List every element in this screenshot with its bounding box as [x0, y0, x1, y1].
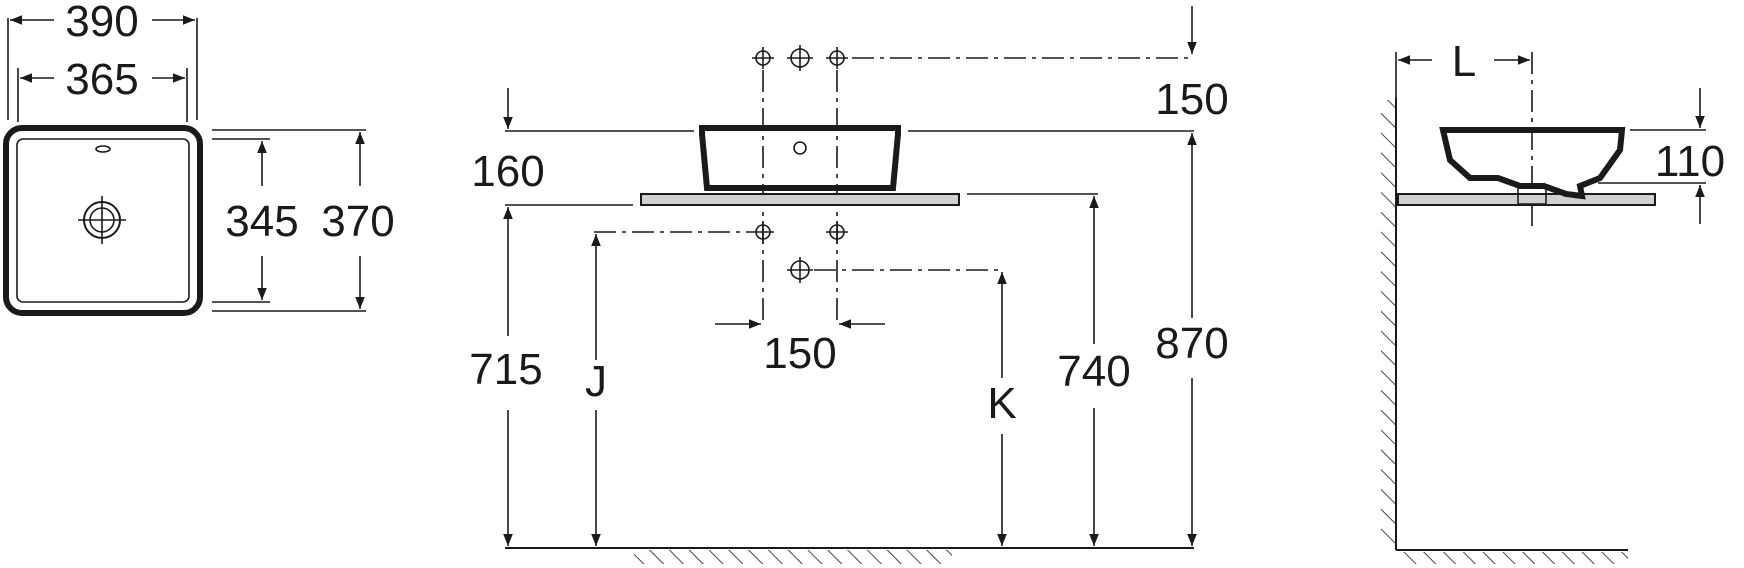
dim-label-370: 370 — [321, 197, 394, 246]
tap-hole-icon — [752, 45, 848, 71]
dim-label-150-spacing: 150 — [763, 329, 836, 378]
dim-label-j: J — [585, 357, 607, 406]
dim-label-365: 365 — [65, 55, 138, 104]
basin-outline-inner — [16, 138, 190, 303]
basin-front — [699, 125, 901, 191]
front-view: 150 160 150 715 J K 740 870 — [469, 6, 1229, 564]
waste-pipe-icon — [752, 221, 848, 283]
basin-side — [1439, 127, 1626, 200]
dim-label-715: 715 — [469, 345, 542, 394]
dim-label-390: 390 — [65, 0, 138, 46]
dim-label-160: 160 — [471, 147, 544, 196]
dim-label-870: 870 — [1155, 319, 1228, 368]
side-floor-hatch — [1398, 552, 1628, 564]
countertop-front — [640, 193, 960, 206]
floor-hatch — [634, 550, 952, 564]
overflow-icon — [793, 141, 807, 155]
drain-icon — [78, 196, 126, 244]
dim-label-l: L — [1452, 37, 1476, 86]
countertop-side — [1397, 193, 1656, 206]
overflow-icon — [95, 145, 111, 153]
dim-label-150-top: 150 — [1155, 75, 1228, 124]
dim-label-345: 345 — [225, 197, 298, 246]
basin-outline-outer — [3, 125, 203, 316]
top-view: 390 365 345 370 — [3, 0, 395, 316]
wall-hatch — [1381, 100, 1395, 546]
dim-label-740: 740 — [1057, 347, 1130, 396]
dim-label-110: 110 — [1655, 137, 1725, 186]
side-view: L 110 — [1381, 37, 1725, 564]
dim-label-k: K — [987, 379, 1016, 428]
